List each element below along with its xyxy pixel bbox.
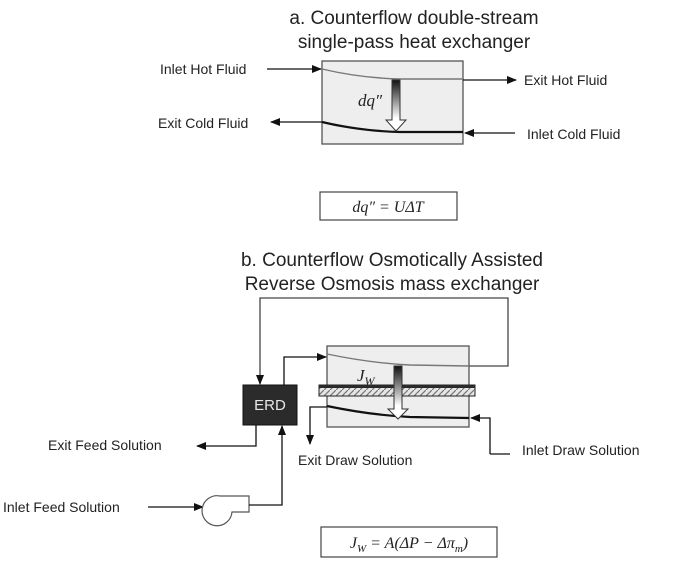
mass-equation: JW = A(ΔP − Δπm) <box>350 535 468 555</box>
diagram-b-title-line2: Reverse Osmosis mass exchanger <box>245 274 540 295</box>
inlet-draw-label: Inlet Draw Solution <box>522 442 640 458</box>
exit-draw-arrow <box>306 406 327 445</box>
inlet-hot-label: Inlet Hot Fluid <box>160 61 246 77</box>
feed-stream-line <box>326 353 470 367</box>
pump-icon <box>201 495 250 527</box>
inlet-feed-label: Inlet Feed Solution <box>3 499 120 515</box>
inlet-cold-label: Inlet Cold Fluid <box>527 126 620 142</box>
exit-draw-label: Exit Draw Solution <box>298 452 412 468</box>
hot-stream-line <box>321 68 463 80</box>
pump-to-erd-arrow <box>249 425 286 506</box>
heat-equation: dq″ = UΔT <box>352 199 424 216</box>
heat-flux-symbol: dq″ <box>358 91 383 110</box>
exit-feed-label: Exit Feed Solution <box>48 437 162 453</box>
diagram-a-title-line1: a. Counterflow double-stream <box>289 8 538 29</box>
exit-cold-label: Exit Cold Fluid <box>158 115 248 131</box>
erd-label: ERD <box>254 397 286 414</box>
exit-hot-label: Exit Hot Fluid <box>524 72 607 88</box>
mass-equation-box <box>320 526 498 558</box>
exit-feed-arrow <box>196 425 257 450</box>
diagram-b-title-line1: b. Counterflow Osmotically Assisted <box>241 250 543 271</box>
heat-flux-arrow-icon <box>384 79 408 132</box>
diagram-a-title-line2: single-pass heat exchanger <box>298 32 531 53</box>
draw-stream-line <box>326 404 470 420</box>
recycle-loop-line <box>256 297 509 385</box>
inlet-draw-arrow <box>470 414 491 454</box>
water-flux-symbol: JW <box>357 366 376 388</box>
heat-equation-box <box>319 191 458 221</box>
erd-to-exchanger-arrow <box>283 353 327 385</box>
water-flux-arrow-icon <box>386 365 410 420</box>
cold-stream-line <box>321 120 463 134</box>
erd-box <box>242 384 298 426</box>
